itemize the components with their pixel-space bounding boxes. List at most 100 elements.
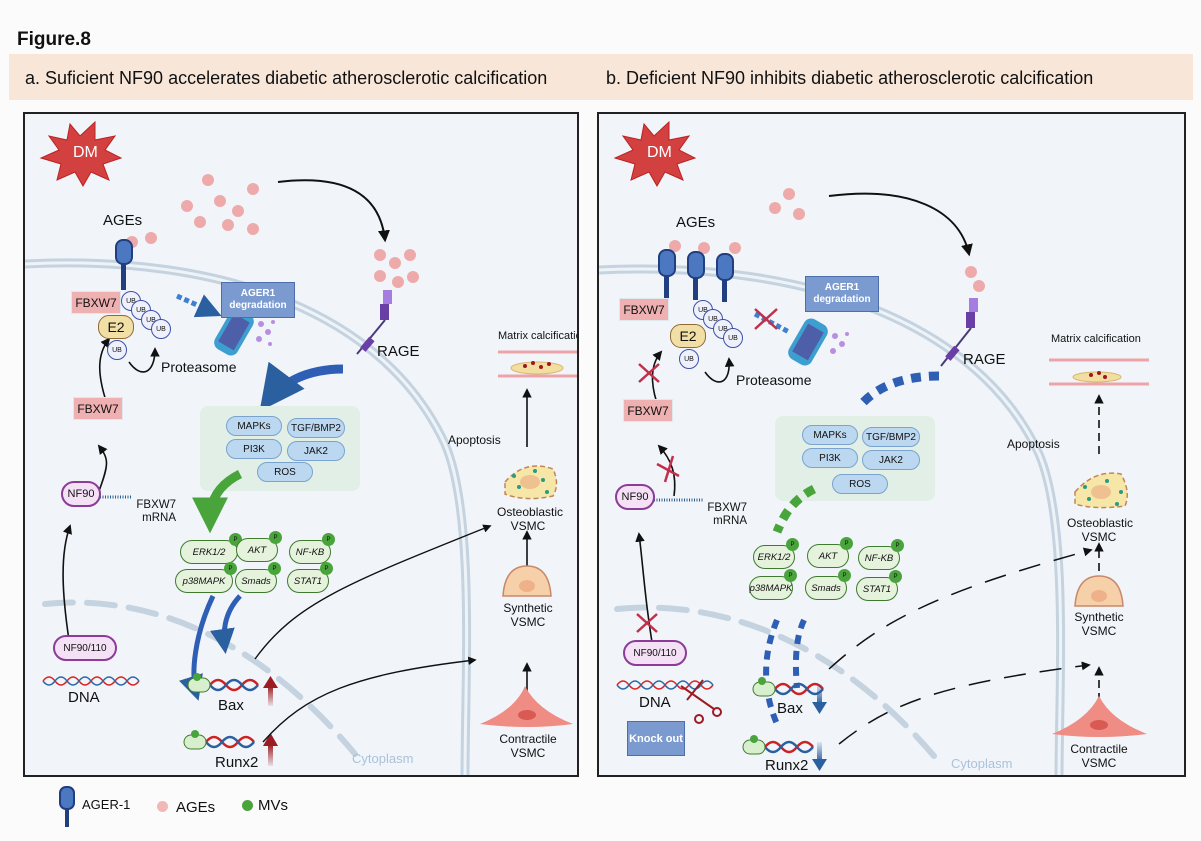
matrix-calcification-icon xyxy=(1049,358,1149,386)
contractile-vsmc-icon xyxy=(1052,696,1147,737)
contractile-vsmc-label: Contractile VSMC xyxy=(1070,742,1128,770)
dna-runx2 xyxy=(205,735,255,749)
phospho-badge: P xyxy=(838,569,851,582)
runx2-down-arrow-icon xyxy=(812,742,827,771)
phospho-badge: P xyxy=(322,533,335,546)
panel-a-title: a. Suficient NF90 accelerates diabetic a… xyxy=(25,68,548,88)
proteasome-icon xyxy=(214,308,275,356)
ages-legend-icon xyxy=(157,801,168,812)
dna-helix-nf90 xyxy=(42,676,140,686)
phospho-badge: P xyxy=(269,531,282,544)
e2-box: E2 xyxy=(670,324,706,348)
synthetic-vsmc-label: Synthetic VSMC xyxy=(1074,610,1124,638)
signal-jak2: JAK2 xyxy=(862,450,920,470)
bax-up-arrow-icon xyxy=(263,676,278,706)
runx2-label: Runx2 xyxy=(765,757,809,774)
ages-label: AGEs xyxy=(676,214,716,231)
cytoplasm-label: Cytoplasm xyxy=(951,756,1013,771)
phospho-badge: P xyxy=(840,537,853,550)
matrix-calcification-label: Matrix calcification xyxy=(498,330,579,342)
matrix-calcification-icon xyxy=(498,350,577,378)
panel-a: DM AGEs FBXW7 UB UB UB UB E2 UB AGER1 de… xyxy=(23,112,579,777)
bax-down-arrow-icon xyxy=(812,684,827,714)
phospho-badge: P xyxy=(891,539,904,552)
osteoblastic-vsmc-icon xyxy=(504,465,558,500)
ages-cluster xyxy=(669,188,985,292)
e2-box: E2 xyxy=(98,315,134,339)
phospho-badge: P xyxy=(786,538,799,551)
dna-bax xyxy=(774,682,824,696)
proteasome-icon xyxy=(788,318,849,366)
inhibition-x-icon xyxy=(638,363,660,383)
dm-star-icon xyxy=(613,120,697,188)
signal-mapks: MAPKs xyxy=(226,416,282,436)
knockout-box: Knock out xyxy=(627,721,685,756)
synthetic-vsmc-icon xyxy=(502,565,552,597)
nf90-protein: NF90 xyxy=(615,484,655,510)
dna-runx2 xyxy=(764,740,814,754)
nf90-110-protein: NF90/110 xyxy=(53,635,117,661)
signal-pi3k: PI3K xyxy=(802,448,858,468)
ager1-degradation-box: AGER1 degradation xyxy=(805,276,879,312)
rage-label: RAGE xyxy=(377,343,420,360)
ub-free: UB xyxy=(107,340,127,360)
signal-tgf-bmp2: TGF/BMP2 xyxy=(862,427,920,447)
fbxw7-mrna-label: FBXW7 mRNA xyxy=(707,502,747,527)
panel-b: DM AGEs FBXW7 UB UB UB UB E2 UB AGER1 de… xyxy=(597,112,1186,777)
ub-4: UB xyxy=(723,328,743,348)
rage-label: RAGE xyxy=(963,351,1006,368)
nuclear-envelope xyxy=(42,599,358,757)
signal-jak2: JAK2 xyxy=(287,441,345,461)
signal-pi3k: PI3K xyxy=(226,439,282,459)
dm-star-icon xyxy=(39,120,123,188)
fbxw7-mid-box: FBXW7 xyxy=(623,399,673,422)
panel-b-title: b. Deficient NF90 inhibits diabetic athe… xyxy=(606,68,1094,88)
nuclear-envelope xyxy=(614,604,937,759)
mvs-legend-icon xyxy=(242,800,253,811)
phospho-badge: P xyxy=(268,562,281,575)
cytoplasm-label: Cytoplasm xyxy=(352,751,414,766)
dm-label: DM xyxy=(73,144,98,161)
ager1-legend-icon xyxy=(59,786,75,827)
apoptosis-label: Apoptosis xyxy=(1007,437,1060,451)
ub-4: UB xyxy=(151,319,171,339)
bax-label: Bax xyxy=(218,697,244,714)
signal-ros: ROS xyxy=(832,474,888,494)
signal-mapks: MAPKs xyxy=(802,425,858,445)
synthetic-vsmc-label: Synthetic VSMC xyxy=(503,601,553,629)
inhibition-x-icon xyxy=(656,455,680,483)
dna-label: DNA xyxy=(68,689,100,706)
legend-mvs-label: MVs xyxy=(258,797,288,814)
runx2-label: Runx2 xyxy=(215,754,259,771)
dna-bax xyxy=(209,678,259,692)
apoptosis-label: Apoptosis xyxy=(448,433,501,447)
phospho-badge: P xyxy=(784,569,797,582)
fbxw7-top-box: FBXW7 xyxy=(71,291,121,314)
fbxw7-top-box: FBXW7 xyxy=(619,298,669,321)
rage-receptor-icon xyxy=(940,298,978,367)
synthetic-vsmc-icon xyxy=(1074,575,1124,607)
contractile-vsmc-icon xyxy=(480,686,573,727)
phospho-badge: P xyxy=(889,570,902,583)
fbxw7-mrna-label: FBXW7 mRNA xyxy=(136,499,176,524)
nf90-110-protein: NF90/110 xyxy=(623,640,687,666)
scissors-icon xyxy=(680,679,722,724)
ub-free: UB xyxy=(679,349,699,369)
ager1-receptor-icon xyxy=(115,239,133,265)
rage-receptor-icon xyxy=(356,290,392,355)
nf90-protein: NF90 xyxy=(61,481,101,507)
figure-title: Figure.8 xyxy=(17,29,91,50)
legend-ager1-label: AGER-1 xyxy=(82,797,131,812)
contractile-vsmc-label: Contractile VSMC xyxy=(499,732,557,760)
